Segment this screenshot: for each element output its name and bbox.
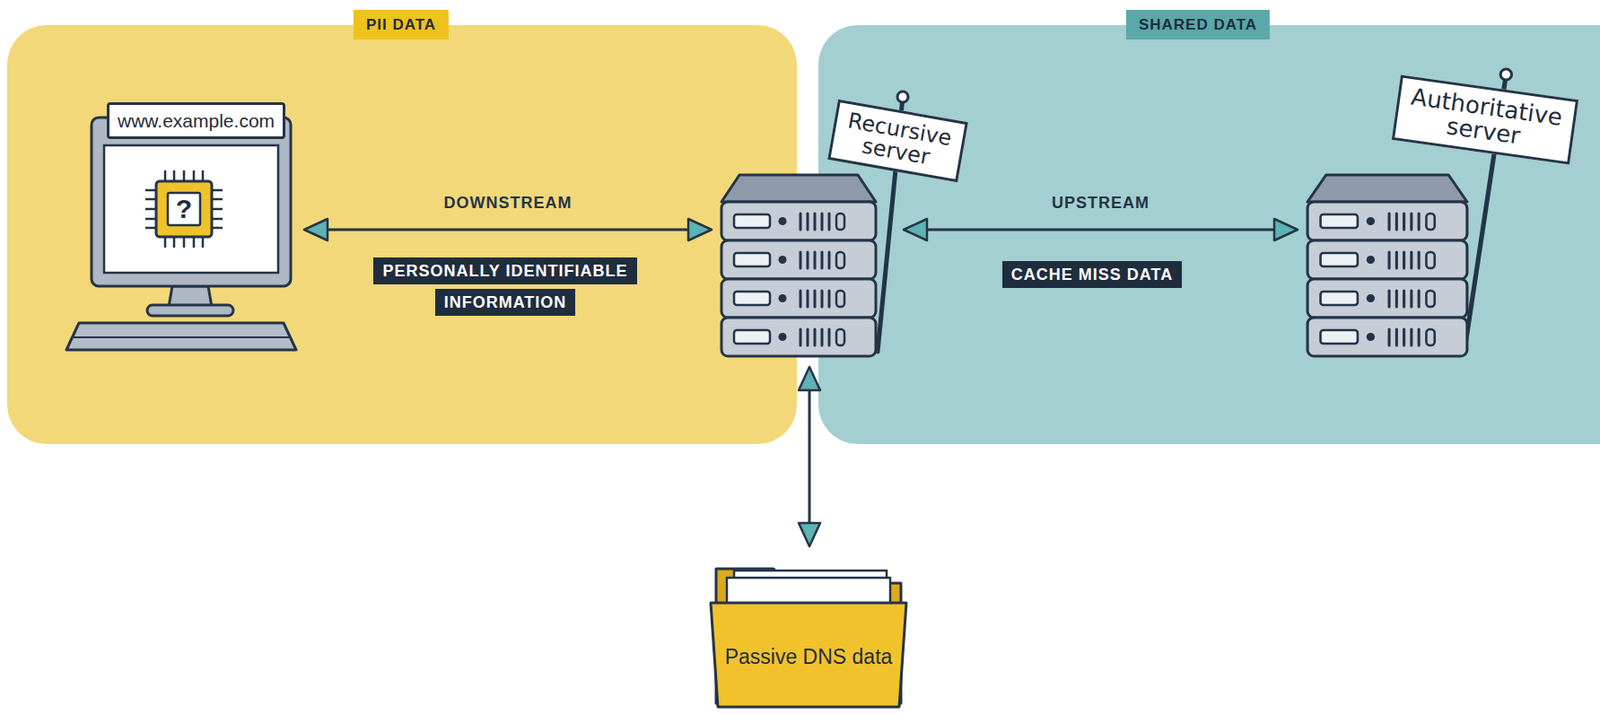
edge-label: UPSTREAM	[1051, 193, 1150, 213]
region-tag: SHARED DATA	[1126, 9, 1270, 40]
folder-label: Passive DNS data	[725, 646, 893, 668]
authoritative-server: Authoritative server	[1305, 173, 1469, 358]
server-sign: Authoritative server	[1391, 74, 1579, 165]
flow-label: PERSONALLY IDENTIFIABLE INFORMATION	[373, 257, 637, 316]
passive-dns-folder: Passive DNS data	[708, 556, 909, 709]
server-sign: Recursive server	[827, 99, 968, 184]
passive-dns-arrow	[808, 367, 812, 546]
shared-region: SHARED DATAAuthoritative server	[818, 25, 1600, 445]
flow-label-box: CACHE MISS DATA	[939, 259, 1245, 291]
shared-region-ground	[818, 25, 1600, 445]
computer-icon	[66, 117, 297, 350]
folder-icon	[710, 568, 907, 708]
downstream-arrow	[305, 228, 711, 232]
region-tag: PII DATA	[353, 9, 449, 40]
pii-region-ground	[7, 25, 797, 445]
upstream-arrow	[904, 228, 1297, 232]
flow-label-box: PERSONALLY IDENTIFIABLE INFORMATION	[352, 255, 658, 319]
client-computer: www.example.com?	[66, 102, 297, 354]
url-label: www.example.com	[106, 102, 286, 140]
question-mark: ?	[175, 195, 193, 223]
edge-label: DOWNSTREAM	[444, 193, 573, 213]
flow-label: CACHE MISS DATA	[1002, 261, 1182, 289]
pii-region: PII DATAwww.example.com?	[7, 25, 797, 445]
recursive-server: Recursive server	[719, 173, 878, 358]
